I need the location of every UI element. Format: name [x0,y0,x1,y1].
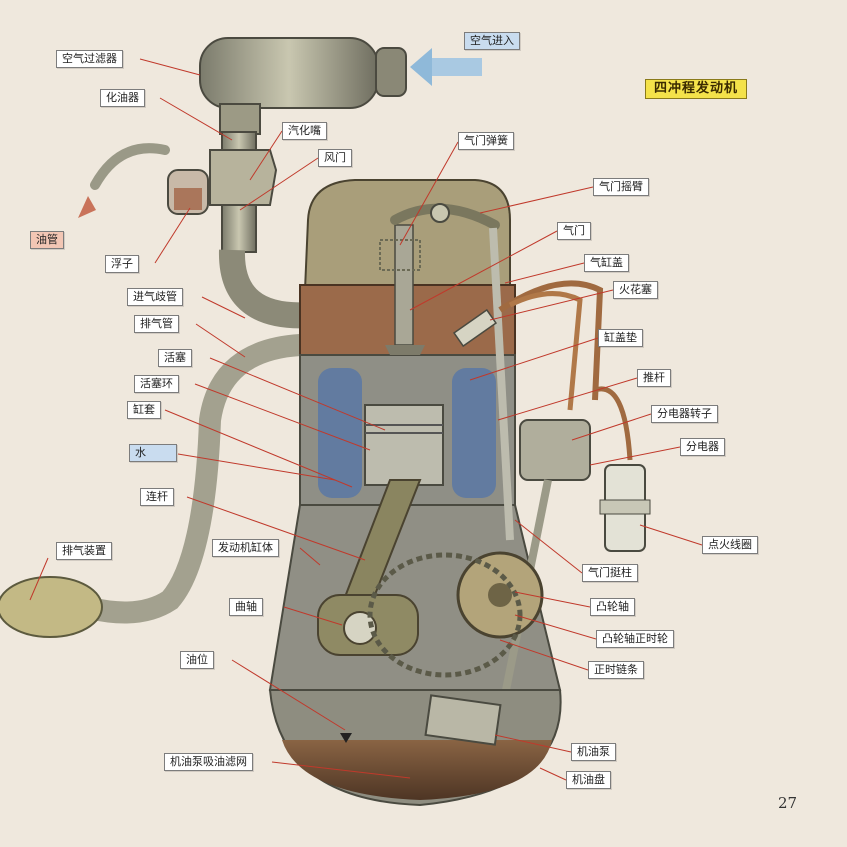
air-in-arrow [410,48,482,86]
label-float: 浮子 [105,255,139,273]
label-oil-level: 油位 [180,651,214,669]
label-camshaft: 凸轮轴 [590,598,635,616]
label-rocker-arm: 气门摇臂 [593,178,649,196]
label-engine-block: 发动机缸体 [212,539,279,557]
diagram-title: 四冲程发动机 [645,79,748,99]
oil-pump-shape [424,694,502,746]
label-ignition-coil: 点火线圈 [702,536,758,554]
label-crankshaft: 曲轴 [229,598,263,616]
label-valve-spring: 气门弹簧 [458,132,514,150]
exhaust-device-shape [0,576,103,638]
label-intake-manifold: 进气歧管 [127,288,183,306]
label-spark-plug: 火花塞 [613,281,658,299]
label-fuel-pipe: 油管 [30,231,64,249]
label-exhaust-device: 排气装置 [56,542,112,560]
piston-shape [338,404,444,622]
label-oil-pan: 机油盘 [566,771,611,789]
label-cam-gear: 凸轮轴正时轮 [596,630,674,648]
label-jet: 汽化嘴 [282,122,327,140]
label-air-filter: 空气过滤器 [56,50,123,68]
label-water: 水 [129,444,177,462]
label-exhaust-pipe: 排气管 [134,315,179,333]
page-number: 27 [778,794,798,812]
oil-pan-shape [268,689,562,807]
label-air-in: 空气进入 [464,32,520,50]
label-rotor: 分电器转子 [651,405,718,423]
label-push-rod: 推杆 [637,369,671,387]
leader-lines [29,58,703,781]
label-piston: 活塞 [158,349,192,367]
fuel-pipe-shape [90,143,170,190]
label-carburetor: 化油器 [100,89,145,107]
label-con-rod: 连杆 [140,488,174,506]
label-timing-chain: 正时链条 [588,661,644,679]
label-oil-pump: 机油泵 [571,743,616,761]
label-distributor: 分电器 [680,438,725,456]
label-piston-ring: 活塞环 [134,375,179,393]
valve-train-shape [379,203,514,541]
carburetor-shape [167,131,278,253]
label-head-gasket: 缸盖垫 [598,329,643,347]
label-cylinder-head: 气缸盖 [584,254,629,272]
crankshaft-shape [317,594,419,656]
label-valve: 气门 [557,222,591,240]
timing-gear-shape [367,551,544,678]
fuel-arrow [78,196,96,218]
air-filter-shape [199,37,407,135]
intake-manifold-shape [218,249,311,329]
label-throttle: 风门 [318,149,352,167]
label-tappet: 气门挺柱 [582,564,638,582]
label-oil-filter: 机油泵吸油滤网 [164,753,253,771]
ignition-coil-shape [599,464,651,552]
label-cylinder-liner: 缸套 [127,401,161,419]
exhaust-pipe-shape [79,334,311,624]
